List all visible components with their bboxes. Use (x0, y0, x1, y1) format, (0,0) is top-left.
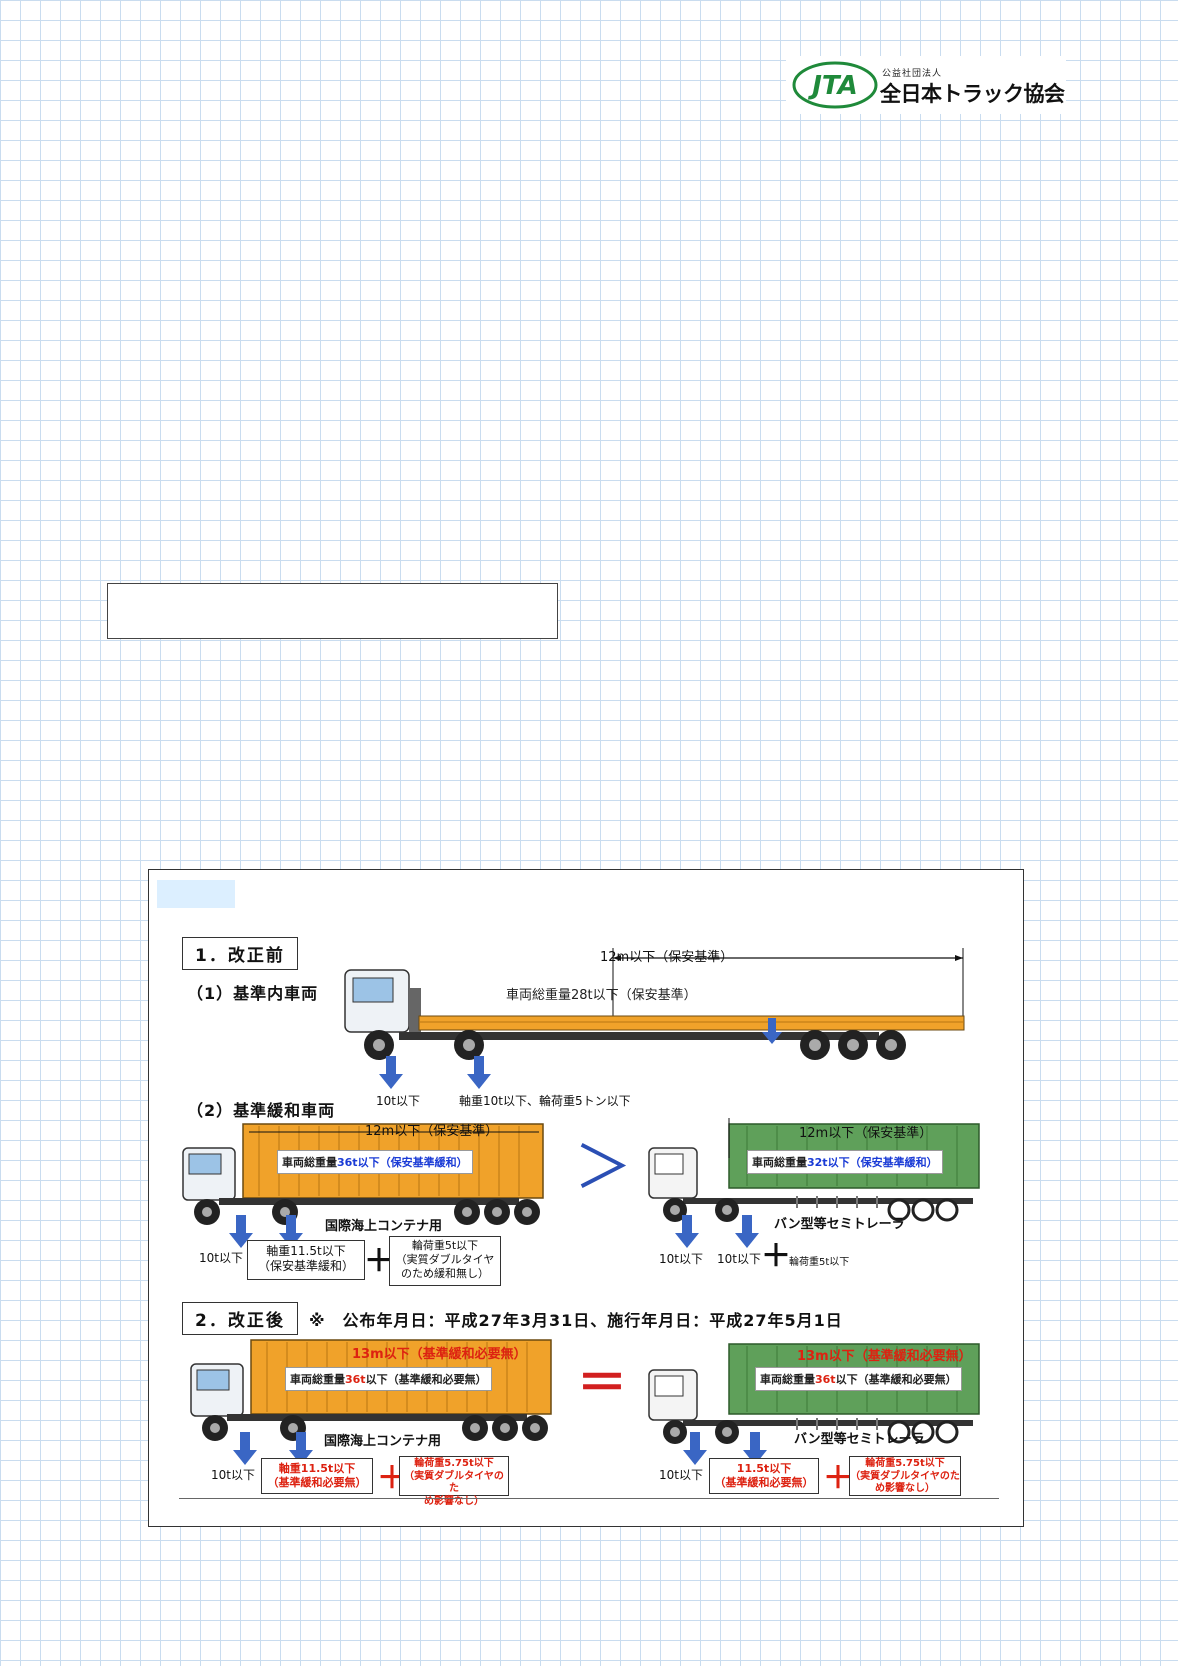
box-line: （基準緩和必要無） (267, 1475, 367, 1489)
axle-arrow-icon (675, 1215, 699, 1248)
axle-arrow-icon (743, 1432, 767, 1465)
flatbed-weight-label: 車両総重量28t以下（保安基準） (506, 988, 697, 1003)
box-line: 11.5t以下 (736, 1462, 792, 1475)
post-container-wheel-box: 輪荷重5.75t以下 （実質ダブルタイヤのた め影響なし） (399, 1456, 509, 1507)
box-line: （実質ダブルタイヤ (395, 1252, 495, 1266)
box-line: 軸重11.5t以下 (266, 1244, 346, 1258)
greater-than-icon: ＞ (574, 1133, 633, 1201)
weight-prefix: 車両総重量 (760, 1373, 815, 1386)
post-van-length-label: 13m以下（基準緩和必要無） (797, 1349, 972, 1364)
axle-arrow-icon (289, 1432, 313, 1465)
weight-value: 36t (337, 1156, 358, 1169)
axle-arrow-icon (233, 1432, 257, 1465)
container-length-label: 12m以下（保安基準） (365, 1124, 499, 1139)
axle-arrow-icon (467, 1056, 491, 1089)
post-container-type-label: 国際海上コンテナ用 (324, 1434, 442, 1449)
van-rear-axle-limit: 10t以下 (717, 1252, 761, 1266)
org-name: 全日本トラック協会 (880, 82, 1065, 106)
post-van-front-axle-limit: 10t以下 (659, 1468, 703, 1482)
box-line: 輪荷重5t以下 (411, 1239, 479, 1252)
box-line: （実質ダブルタイヤのた (404, 1470, 504, 1495)
post-van-axle-box: 11.5t以下 （基準緩和必要無） (709, 1458, 819, 1494)
axle-wheel-limit: 軸重10t以下、輪荷重5トン以下 (459, 1094, 631, 1108)
post-van-wheel-box: 輪荷重5.75t以下 （実質ダブルタイヤのた め影響なし） (849, 1456, 961, 1496)
weight-value: 36t (815, 1373, 836, 1386)
post-van-weight-banner: 車両総重量36t以下（基準緩和必要無） (755, 1367, 962, 1391)
weight-suffix: 以下（基準緩和必要無） (365, 1373, 487, 1386)
box-line: 輪荷重5.75t以下 (414, 1458, 494, 1469)
weight-suffix: 以下（基準緩和必要無） (835, 1373, 957, 1386)
van-weight-banner: 車両総重量32t以下（保安基準緩和） (747, 1150, 943, 1174)
section-after-label: 2．改正後 (182, 1302, 298, 1335)
weight-prefix: 車両総重量 (290, 1373, 345, 1386)
container-axle-box: 軸重11.5t以下 （保安基準緩和） (247, 1240, 365, 1280)
van-type-label: バン型等セミトレーラ (774, 1217, 905, 1232)
box-line: 軸重11.5t以下 (278, 1462, 356, 1475)
box-line: のため緩和無し） (401, 1266, 489, 1280)
axle-arrow-icon (735, 1215, 759, 1248)
weight-suffix: 以下（保安基準緩和） (357, 1156, 468, 1169)
vehicle-regulation-diagram: 1．改正前 （1）基準内車両 12m以下（保安基準） 車両総重量28t以下（保安… (148, 869, 1024, 1527)
divider (179, 1498, 999, 1499)
van-wheel-limit: 輪荷重5t以下 (789, 1257, 850, 1268)
box-line: （基準緩和必要無） (714, 1475, 814, 1489)
container-type-label: 国際海上コンテナ用 (325, 1219, 443, 1234)
box-line: め影響なし） (875, 1483, 935, 1494)
jta-logo-mark-icon: JTA (792, 61, 878, 109)
post-container-front-axle-limit: 10t以下 (211, 1468, 255, 1482)
equals-icon: ＝ (577, 1354, 627, 1412)
post-container-axle-box: 軸重11.5t以下 （基準緩和必要無） (261, 1458, 373, 1494)
promulgation-note: ※ 公布年月日：平成27年3月31日、施行年月日：平成27年5月1日 (309, 1311, 843, 1330)
container-weight-banner: 車両総重量36t以下（保安基準緩和） (277, 1150, 473, 1174)
plus-icon: ＋ (761, 1239, 791, 1274)
empty-text-box (107, 583, 558, 639)
flatbed-length-label: 12m以下（保安基準） (600, 950, 734, 965)
post-van-type-label: バン型等セミトレーラ (794, 1432, 925, 1447)
jta-mark-text: JTA (807, 71, 858, 101)
weight-value: 36t (345, 1373, 366, 1386)
container-wheel-box: 輪荷重5t以下 （実質ダブルタイヤ のため緩和無し） (389, 1236, 501, 1286)
weight-value: 32t (807, 1156, 828, 1169)
axle-arrow-icon (379, 1056, 403, 1089)
flatbed-trailer-truck-icon (344, 948, 965, 1060)
post-container-length-label: 13m以下（基準緩和必要無） (352, 1347, 527, 1362)
figure-tag (157, 880, 235, 908)
post-container-weight-banner: 車両総重量36t以下（基準緩和必要無） (285, 1367, 492, 1391)
org-type: 公益社団法人 (882, 69, 943, 79)
weight-prefix: 車両総重量 (752, 1156, 807, 1169)
sub-standard-vehicle-label: （1）基準内車両 (187, 984, 319, 1003)
van-length-label: 12m以下（保安基準） (799, 1126, 933, 1141)
weight-suffix: 以下（保安基準緩和） (827, 1156, 938, 1169)
box-line: （実質ダブルタイヤのた (850, 1470, 960, 1482)
weight-prefix: 車両総重量 (282, 1156, 337, 1169)
box-line: 輪荷重5.75t以下 (865, 1458, 945, 1469)
box-line: （保安基準緩和） (257, 1259, 354, 1273)
box-line: め影響なし） (424, 1495, 484, 1507)
axle-arrow-icon (229, 1215, 253, 1248)
plus-icon: ＋ (823, 1461, 853, 1496)
jta-logo: JTA 公益社団法人 全日本トラック協会 (786, 56, 1066, 114)
front-axle-limit: 10t以下 (376, 1094, 420, 1108)
container-front-axle-limit: 10t以下 (199, 1251, 243, 1265)
van-front-axle-limit: 10t以下 (659, 1252, 703, 1266)
axle-arrow-icon (683, 1432, 707, 1465)
section-before-label: 1．改正前 (182, 937, 298, 970)
sub-relaxed-vehicle-label: （2）基準緩和車両 (187, 1101, 336, 1120)
